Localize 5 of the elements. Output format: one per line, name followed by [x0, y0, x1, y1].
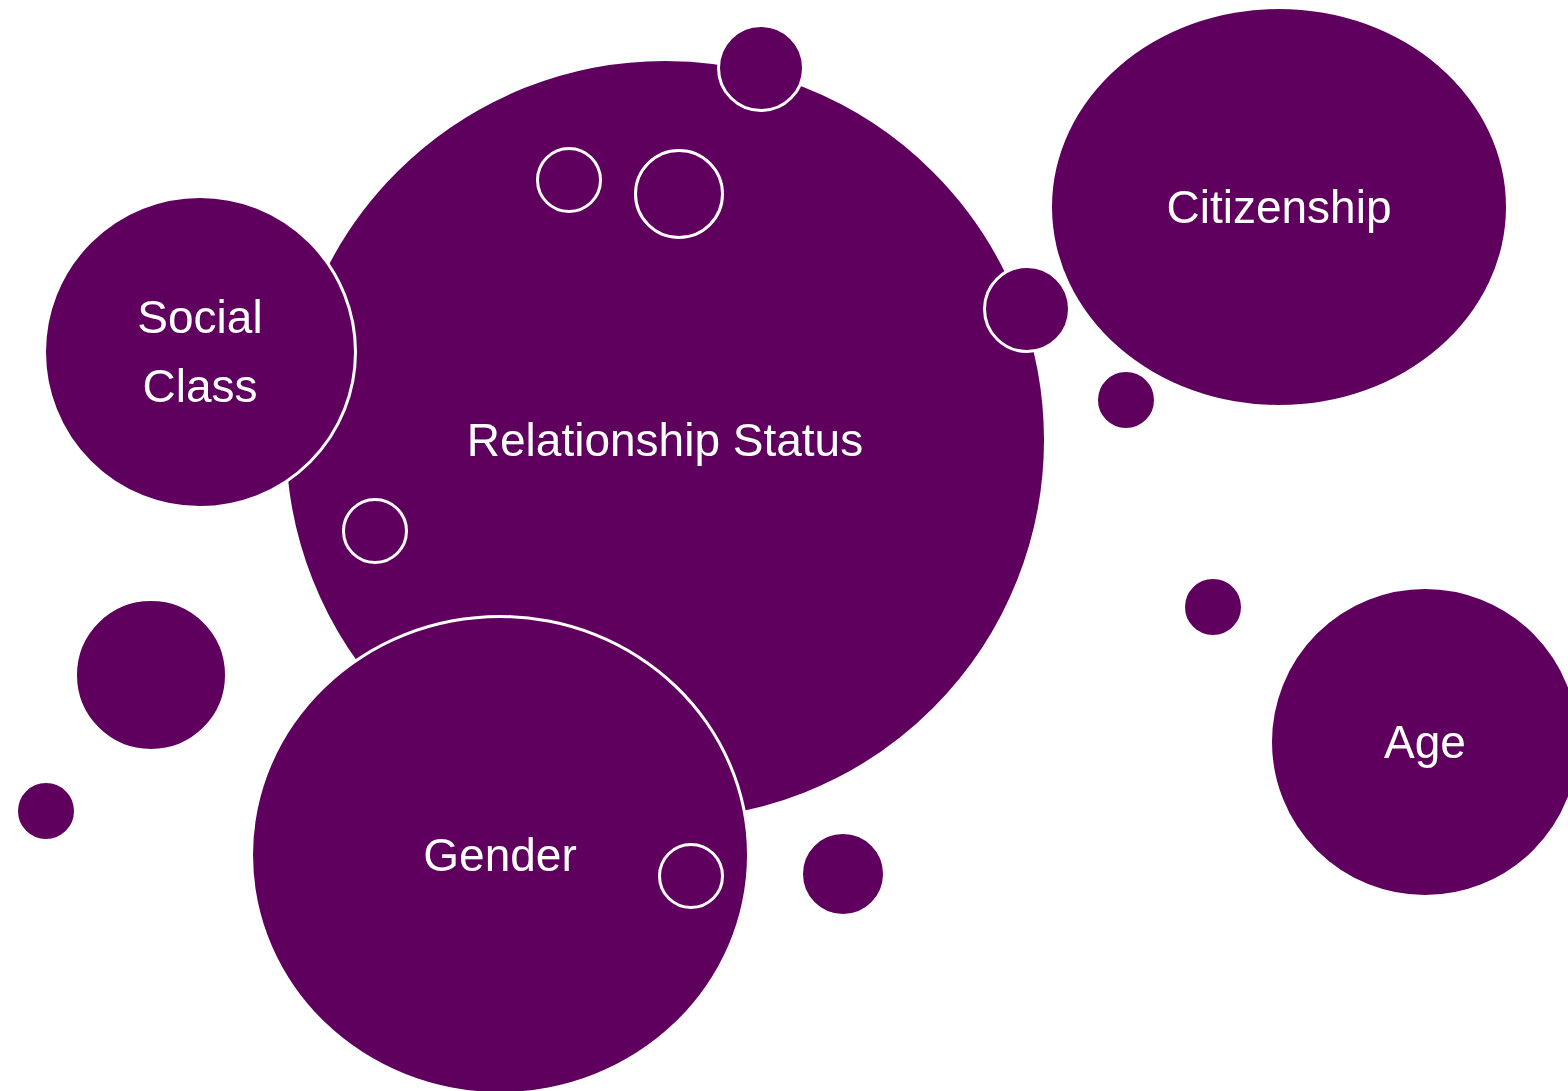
bubble-label: Social Class	[136, 290, 264, 414]
bubble-label: Relationship Status	[466, 412, 864, 468]
bubble-label: Age	[1384, 714, 1466, 770]
bubble-label: Gender	[423, 827, 577, 883]
bubble-label: Citizenship	[1166, 179, 1392, 235]
